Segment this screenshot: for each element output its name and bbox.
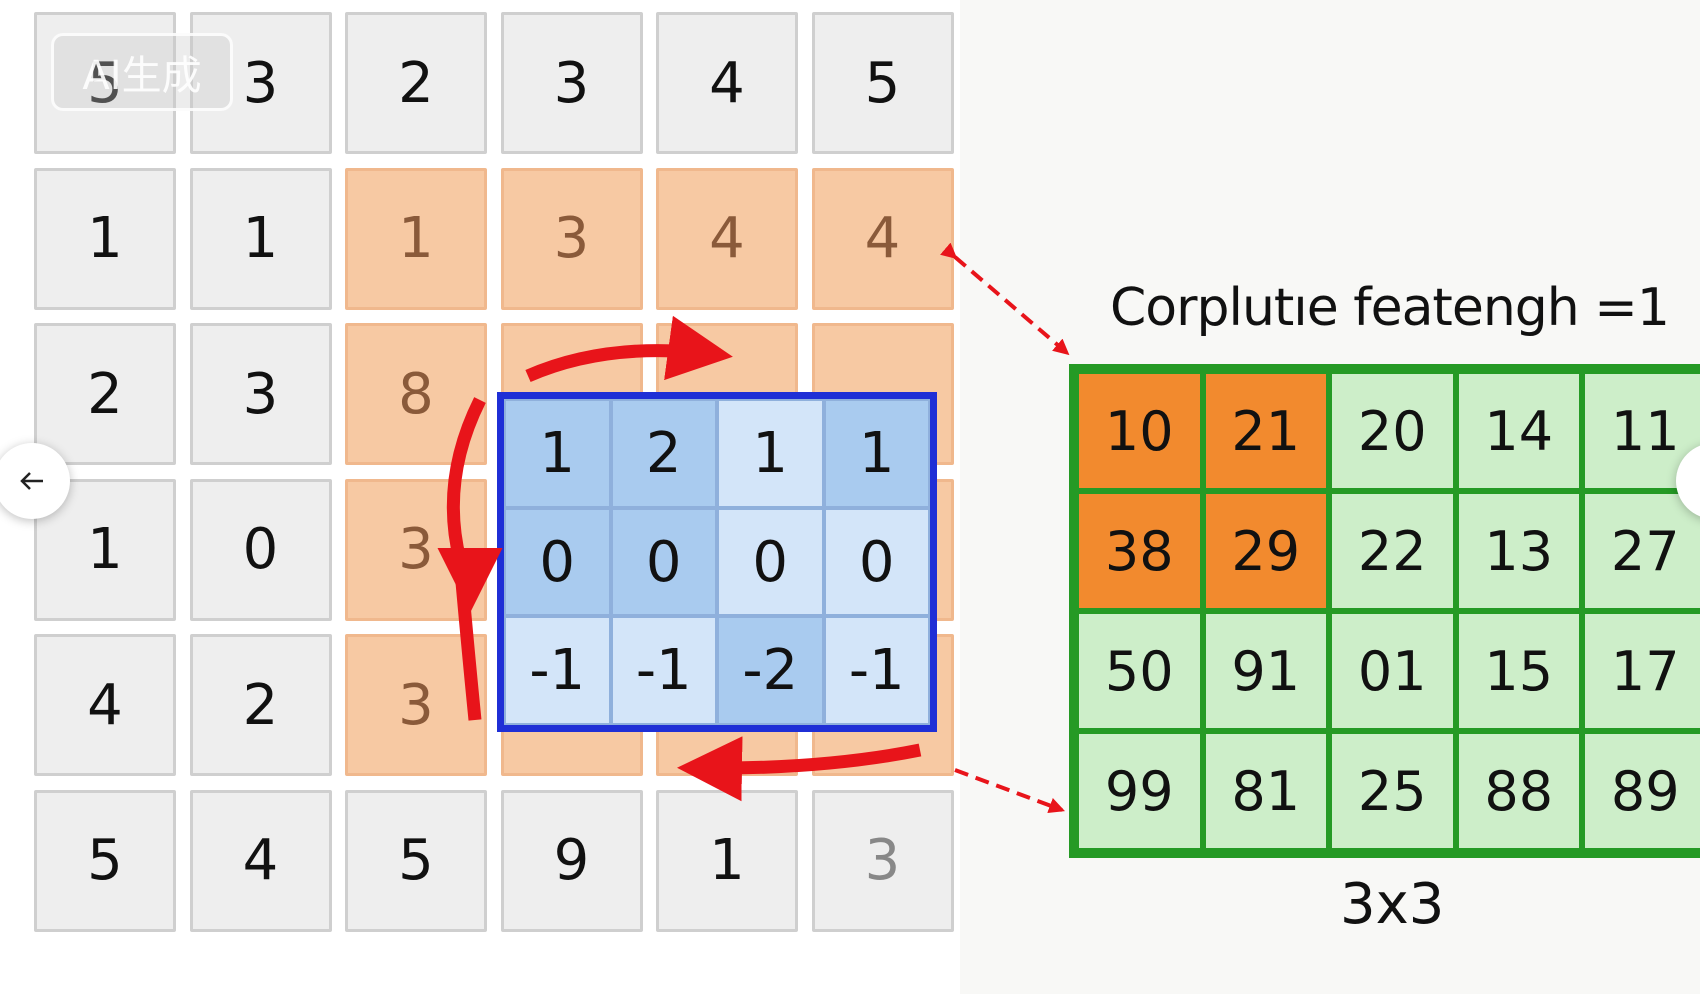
input-cell: 4 xyxy=(656,167,798,310)
input-cell: 4 xyxy=(34,634,176,776)
output-cell: 13 xyxy=(1455,491,1582,611)
input-cell: 1 xyxy=(656,789,798,932)
input-cell: 3 xyxy=(189,12,332,154)
output-cell: 10 xyxy=(1076,371,1203,491)
input-cell: 3 xyxy=(500,12,643,154)
input-cell: 5 xyxy=(34,789,176,932)
kernel-cell: 1 xyxy=(823,399,930,508)
input-cell: 3 xyxy=(345,634,487,776)
ai-generated-watermark: AI生成 xyxy=(51,33,233,111)
output-cell: 27 xyxy=(1582,491,1700,611)
output-cell: 21 xyxy=(1202,371,1329,491)
input-cell: 3 xyxy=(345,478,487,621)
output-cell: 50 xyxy=(1076,611,1203,731)
input-cell: 3 xyxy=(811,789,954,932)
kernel-cell: 0 xyxy=(504,507,611,617)
arrow-left-icon xyxy=(20,472,43,490)
input-cell: 5 xyxy=(811,12,954,154)
output-cell: 15 xyxy=(1455,611,1582,731)
output-cell: 29 xyxy=(1202,491,1329,611)
output-cell: 11 xyxy=(1582,371,1700,491)
input-cell: 4 xyxy=(811,167,954,310)
kernel-cell: -1 xyxy=(504,616,611,726)
output-cell: 91 xyxy=(1202,611,1329,731)
previous-image-button[interactable] xyxy=(0,443,70,519)
input-cell: 8 xyxy=(345,323,487,465)
kernel-cell: 0 xyxy=(823,507,930,617)
input-cell: 0 xyxy=(189,478,332,621)
kernel-cell: 0 xyxy=(610,507,717,617)
kernel-cell: -1 xyxy=(823,616,930,726)
output-cell: 20 xyxy=(1329,371,1456,491)
output-cell: 38 xyxy=(1076,491,1203,611)
kernel-cell: 1 xyxy=(717,399,824,508)
input-cell: 9 xyxy=(500,789,643,932)
output-cell: 81 xyxy=(1202,731,1329,851)
input-cell: 4 xyxy=(656,12,798,154)
input-cell: 1 xyxy=(34,167,176,310)
kernel-cell: 0 xyxy=(717,507,824,617)
input-cell: 2 xyxy=(345,12,487,154)
input-cell: 5 xyxy=(345,789,487,932)
input-cell: 2 xyxy=(189,634,332,776)
input-cell: 3 xyxy=(500,167,643,310)
input-cell: 3 xyxy=(189,323,332,465)
output-cell: 89 xyxy=(1582,731,1700,851)
kernel-cell: -1 xyxy=(610,616,717,726)
output-caption: 3x3 xyxy=(1340,872,1445,937)
output-cell: 99 xyxy=(1076,731,1203,851)
kernel-cell: 2 xyxy=(610,399,717,508)
output-cell: 22 xyxy=(1329,491,1456,611)
output-cell: 88 xyxy=(1455,731,1582,851)
output-cell: 17 xyxy=(1582,611,1700,731)
input-cell: 1 xyxy=(189,167,332,310)
input-cell: 4 xyxy=(189,789,332,932)
output-title: Corplutıe featengh =1 xyxy=(1110,278,1670,338)
output-cell: 14 xyxy=(1455,371,1582,491)
input-cell: 1 xyxy=(34,478,176,621)
output-cell: 25 xyxy=(1329,731,1456,851)
input-cell: 2 xyxy=(34,323,176,465)
input-cell: 1 xyxy=(345,167,487,310)
kernel-cell: 1 xyxy=(504,399,611,508)
output-cell: 01 xyxy=(1329,611,1456,731)
kernel-cell: -2 xyxy=(717,616,824,726)
